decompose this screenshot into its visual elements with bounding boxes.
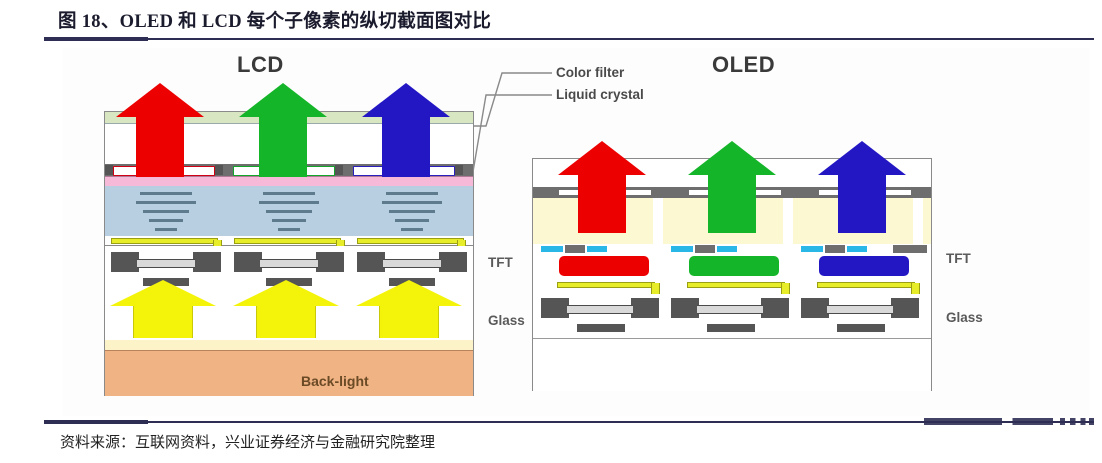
divider-accent-left-bottom (44, 420, 148, 424)
lcd-blackmatrix-1 (215, 165, 223, 175)
oled-layer-glass (533, 338, 931, 391)
lcd-blackmatrix-0 (105, 165, 113, 175)
oled-tft-cell (539, 294, 669, 340)
oled-emitter-red (559, 256, 649, 276)
lcd-layer-diffuser (105, 340, 473, 350)
backlight-arrow (356, 280, 462, 338)
backlight-label: Back-light (301, 373, 369, 389)
page-title: 图 18、OLED 和 LCD 每个子像素的纵切截面图对比 (58, 12, 492, 32)
oled-tft-cell (669, 294, 799, 340)
oled-layer-tft (533, 294, 931, 338)
panel-title-oled: OLED (712, 52, 776, 77)
oled-tft-cell (799, 294, 929, 340)
oled-subpixel-arrow-blue (818, 141, 906, 233)
lcd-layer-polarizer (105, 176, 473, 186)
figure-canvas: LCD OLED Color filter Liquid crystal (62, 48, 1090, 416)
lcd-label-glass: Glass (488, 313, 525, 328)
oled-layer-anode (533, 280, 931, 294)
oled-subpixel-arrow-green (688, 141, 776, 233)
lcd-subpixel-arrow-red (116, 83, 204, 177)
oled-layer-cathode (533, 244, 931, 254)
lc-molecule-group (113, 190, 218, 234)
source-note: 资料来源：互联网资料，兴业证券经济与金融研究院整理 (60, 435, 436, 451)
backlight-arrow (110, 280, 216, 338)
lcd-subpixel-arrow-blue (362, 83, 450, 177)
divider-dash-pattern (924, 418, 1094, 425)
lcd-layer-backlight: Back-light (105, 350, 473, 396)
oled-subpixel-arrow-red (558, 141, 646, 233)
lc-molecule-group (236, 190, 341, 234)
panel-title-lcd: LCD (237, 52, 284, 77)
lc-molecule-group (359, 190, 464, 234)
lcd-subpixel-arrow-green (239, 83, 327, 177)
lcd-blackmatrix-2 (335, 165, 343, 175)
callout-label-color-filter: Color filter (556, 65, 625, 80)
lcd-label-tft: TFT (488, 255, 513, 270)
lcd-layer-pixel-electrode (105, 236, 473, 252)
callout-label-liquid-crystal: Liquid crystal (556, 87, 644, 102)
lcd-layer-liquid-crystal (105, 186, 473, 236)
oled-emitter-green (689, 256, 779, 276)
divider-accent-left (44, 37, 148, 41)
oled-emitter-blue (819, 256, 909, 276)
source-divider-bottom (44, 418, 1094, 425)
oled-layer-emitter (533, 254, 931, 280)
backlight-arrow (233, 280, 339, 338)
oled-label-tft: TFT (946, 251, 971, 266)
title-divider-top (44, 37, 1094, 41)
oled-label-glass: Glass (946, 310, 983, 325)
lcd-blackmatrix-3 (455, 165, 463, 175)
